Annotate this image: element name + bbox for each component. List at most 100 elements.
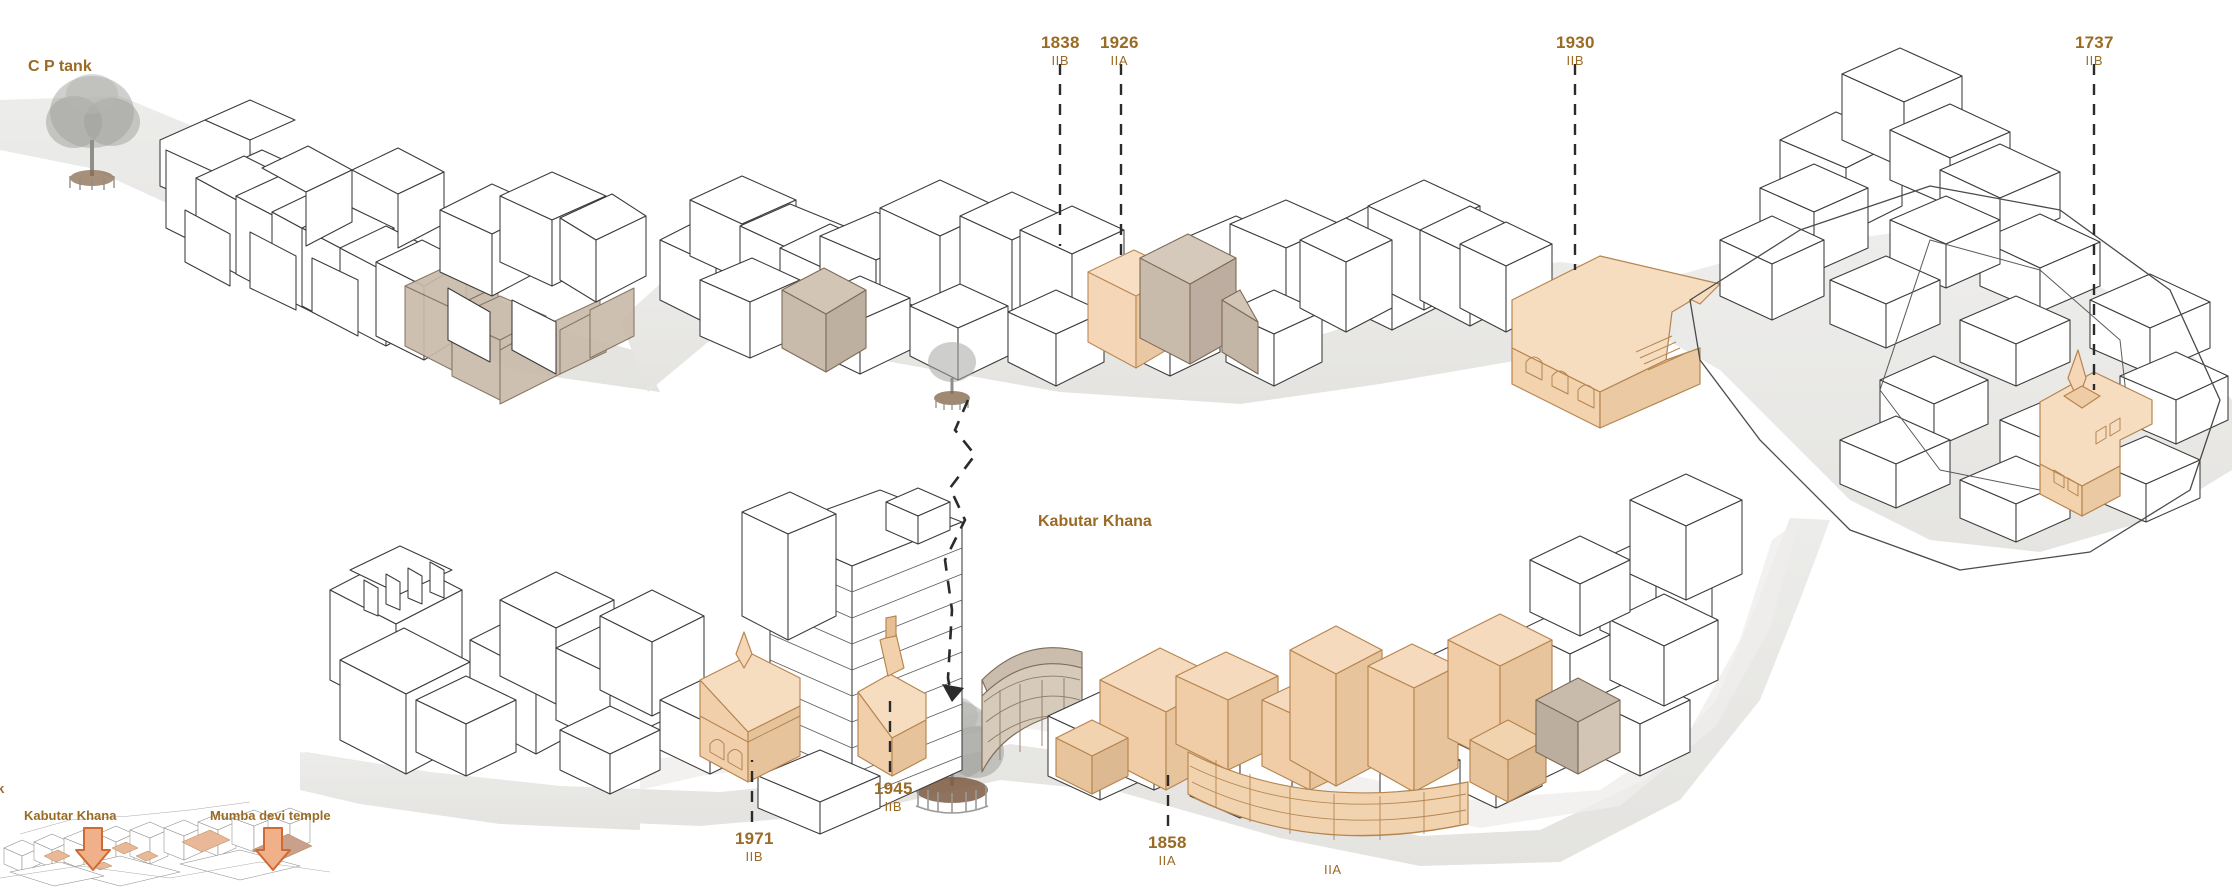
bldg <box>511 299 557 375</box>
heritage-bldg-peach-finial <box>885 615 897 639</box>
callout-year: 1858 <box>1148 833 1187 852</box>
heritage-bldg-peach-tall <box>1413 665 1459 793</box>
bldg <box>184 209 231 287</box>
temple-window <box>2095 425 2107 445</box>
upper-right-mid-cluster <box>1299 179 1553 333</box>
arcade-arch <box>1525 356 1543 381</box>
callout-grade: IIA <box>1158 853 1177 869</box>
bldg <box>1663 619 1719 707</box>
callout-grade: IIB <box>1566 53 1585 69</box>
heritage-bldg-tan <box>1139 233 1237 285</box>
tower-podium-r <box>819 775 881 835</box>
upper-mid-cluster <box>659 175 1341 387</box>
bldg <box>204 99 296 141</box>
curved-bldg-face <box>981 663 1083 773</box>
callout-grade: IIB <box>884 799 903 815</box>
inset-locator-map[interactable]: k <box>0 781 331 896</box>
bldg <box>1895 439 1951 509</box>
kabutar-khana-arrowhead <box>942 684 964 702</box>
heritage-curved-arcade <box>981 647 1083 773</box>
bldg <box>2015 319 2071 387</box>
arcade-arch <box>709 739 725 761</box>
bldg <box>385 573 401 611</box>
inset-bldg <box>179 849 301 881</box>
callout-year: 1945 <box>874 779 913 798</box>
heritage-bldg-peach-side <box>1599 347 1701 429</box>
bldg <box>1639 699 1691 777</box>
arcade-arch <box>1577 384 1595 409</box>
bldg <box>249 231 297 311</box>
temple-shikhara <box>2063 385 2101 409</box>
heritage-bldg-peach-spire <box>735 631 753 669</box>
heritage-highlight-mid <box>781 233 1259 375</box>
lower-left-cluster <box>329 545 761 795</box>
heritage-bldg-tan <box>589 287 635 359</box>
bldg <box>349 545 453 595</box>
bldg <box>465 699 517 777</box>
bldg <box>2149 301 2211 375</box>
bldg <box>1685 499 1743 601</box>
bldg <box>1945 219 2001 289</box>
kabutar-khana-platform <box>916 777 988 803</box>
inset-clipped-char: k <box>0 781 5 796</box>
inset-mumba-devi: Mumba devi temple <box>210 808 331 823</box>
callout-grade: IIB <box>2085 53 2104 69</box>
inset-kabutar-khana: Kabutar Khana <box>24 808 117 823</box>
heritage-lower-right-row <box>1055 613 1621 840</box>
temple-window <box>2109 417 2121 437</box>
bldg <box>1771 239 1825 321</box>
bldg <box>407 567 423 605</box>
arcade-arch <box>1551 370 1569 395</box>
bldg <box>2039 241 2101 313</box>
inset-bldg <box>9 861 105 887</box>
temple-window <box>2067 477 2079 497</box>
ground-plate-upper-mid <box>620 248 1700 404</box>
temple-window <box>2053 469 2065 489</box>
callout-grade: IIB <box>745 849 764 865</box>
heritage-bldg-tan <box>781 267 867 315</box>
heritage-1930-block <box>1511 255 1721 429</box>
place-label-cp-tank: C P tank <box>28 58 92 75</box>
bldg <box>429 561 445 599</box>
bldg <box>305 169 353 247</box>
tower-penthouse-r <box>917 501 951 545</box>
kabutar-khana-pointer <box>942 399 977 702</box>
kabutar-khana-base <box>915 805 989 814</box>
roof-hatch <box>1635 335 1685 371</box>
facade-line <box>699 715 801 743</box>
heritage-bldg-peach-small <box>1091 737 1129 795</box>
bldg <box>609 729 661 795</box>
bldg <box>1579 559 1631 637</box>
heritage-bldg-peach <box>891 719 927 777</box>
inset-map-drawing <box>0 801 330 887</box>
bldg <box>1273 311 1323 387</box>
heritage-bldg-tan-right <box>1577 699 1621 775</box>
bldg <box>311 257 359 337</box>
callout-year: 1930 <box>1556 33 1595 52</box>
tree-cp-tank <box>46 74 140 190</box>
island-boundary <box>1689 185 2221 571</box>
bldg <box>1345 239 1393 333</box>
arcade-arch <box>727 749 743 771</box>
callout-year: 1971 <box>735 829 774 848</box>
callout-grade: IIB <box>1051 53 1070 69</box>
heritage-lower-left <box>699 615 927 783</box>
bldg <box>447 287 491 363</box>
bldg <box>2145 459 2201 523</box>
heritage-1737-temple <box>2039 349 2153 517</box>
bldg <box>363 579 379 617</box>
callout-grade: IIA <box>1110 53 1129 69</box>
bldg <box>2175 375 2229 445</box>
tower-annex-right <box>787 513 837 641</box>
ground-plate-lower-left <box>300 752 640 830</box>
callout-year: 1838 <box>1041 33 1080 52</box>
heritage-bldg-peach <box>747 705 801 783</box>
